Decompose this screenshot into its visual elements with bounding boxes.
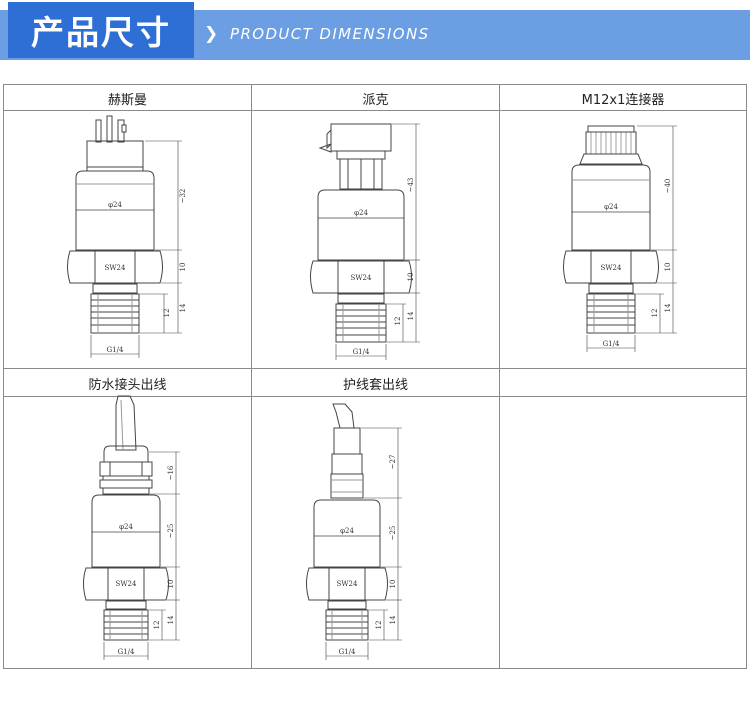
- gland-dim-thread: 12: [153, 621, 161, 630]
- parker-thread-label: G1/4: [353, 348, 370, 356]
- drawing-waterproof-gland: [83, 395, 180, 660]
- gland-dim-thread-total: 14: [167, 615, 175, 624]
- cell-label-m12: M12x1连接器: [581, 93, 665, 108]
- cell-label-waterproof-gland: 防水接头出线: [88, 378, 167, 393]
- sleeve-dim-hex: 10: [389, 580, 397, 589]
- sleeve-dim-thread-total: 14: [389, 615, 397, 624]
- sleeve-dim-sleeve: ~27: [389, 455, 397, 470]
- m12-dim-thread: 12: [651, 309, 659, 318]
- gland-body-dia: φ24: [119, 523, 133, 531]
- m12-dim-thread-total: 14: [664, 303, 672, 312]
- hirschmann-dim-thread-total: 14: [179, 303, 187, 312]
- chevron-right-icon: ❯: [204, 24, 219, 44]
- drawing-m12: [563, 125, 677, 352]
- sleeve-dim-thread: 12: [375, 621, 383, 630]
- parker-dim-thread-total: 14: [407, 311, 415, 320]
- table-grid: [3, 84, 747, 669]
- hirschmann-hex-label: SW24: [105, 264, 126, 272]
- drawing-cable-sleeve: [306, 403, 402, 660]
- hirschmann-dim-height: ~32: [179, 189, 187, 204]
- cell-label-hirschmann: 赫斯曼: [107, 93, 147, 108]
- title-box: 产品尺寸: [8, 2, 194, 58]
- hirschmann-thread-label: G1/4: [107, 346, 124, 354]
- m12-hex-label: SW24: [601, 264, 622, 272]
- hirschmann-dim-hex: 10: [179, 263, 187, 272]
- parker-body-dia: φ24: [354, 209, 368, 217]
- sleeve-hex-label: SW24: [337, 580, 358, 588]
- parker-dim-hex: 10: [407, 273, 415, 282]
- m12-dim-hex: 10: [664, 263, 672, 272]
- sleeve-dim-body: ~25: [389, 526, 397, 541]
- gland-hex-label: SW24: [116, 580, 137, 588]
- parker-dim-height: ~43: [407, 178, 415, 193]
- parker-dim-thread: 12: [394, 317, 402, 326]
- cell-label-cable-sleeve: 护线套出线: [342, 378, 408, 393]
- cell-label-parker: 派克: [362, 93, 389, 108]
- drawing-parker: [310, 123, 420, 360]
- page-subtitle: PRODUCT DIMENSIONS: [230, 25, 430, 43]
- hirschmann-dim-thread: 12: [163, 309, 171, 318]
- hirschmann-body-dia: φ24: [108, 201, 122, 209]
- gland-dim-hex: 10: [167, 580, 175, 589]
- m12-dim-height: ~40: [664, 179, 672, 194]
- parker-hex-label: SW24: [351, 274, 372, 282]
- sleeve-body-dia: φ24: [340, 527, 354, 535]
- sleeve-thread-label: G1/4: [339, 648, 356, 656]
- m12-thread-label: G1/4: [603, 340, 620, 348]
- gland-dim-gland: ~16: [167, 465, 175, 480]
- gland-dim-body: ~25: [167, 524, 175, 539]
- m12-body-dia: φ24: [604, 203, 618, 211]
- page-title: 产品尺寸: [31, 13, 171, 52]
- drawing-hirschmann: [67, 115, 182, 358]
- gland-thread-label: G1/4: [118, 648, 135, 656]
